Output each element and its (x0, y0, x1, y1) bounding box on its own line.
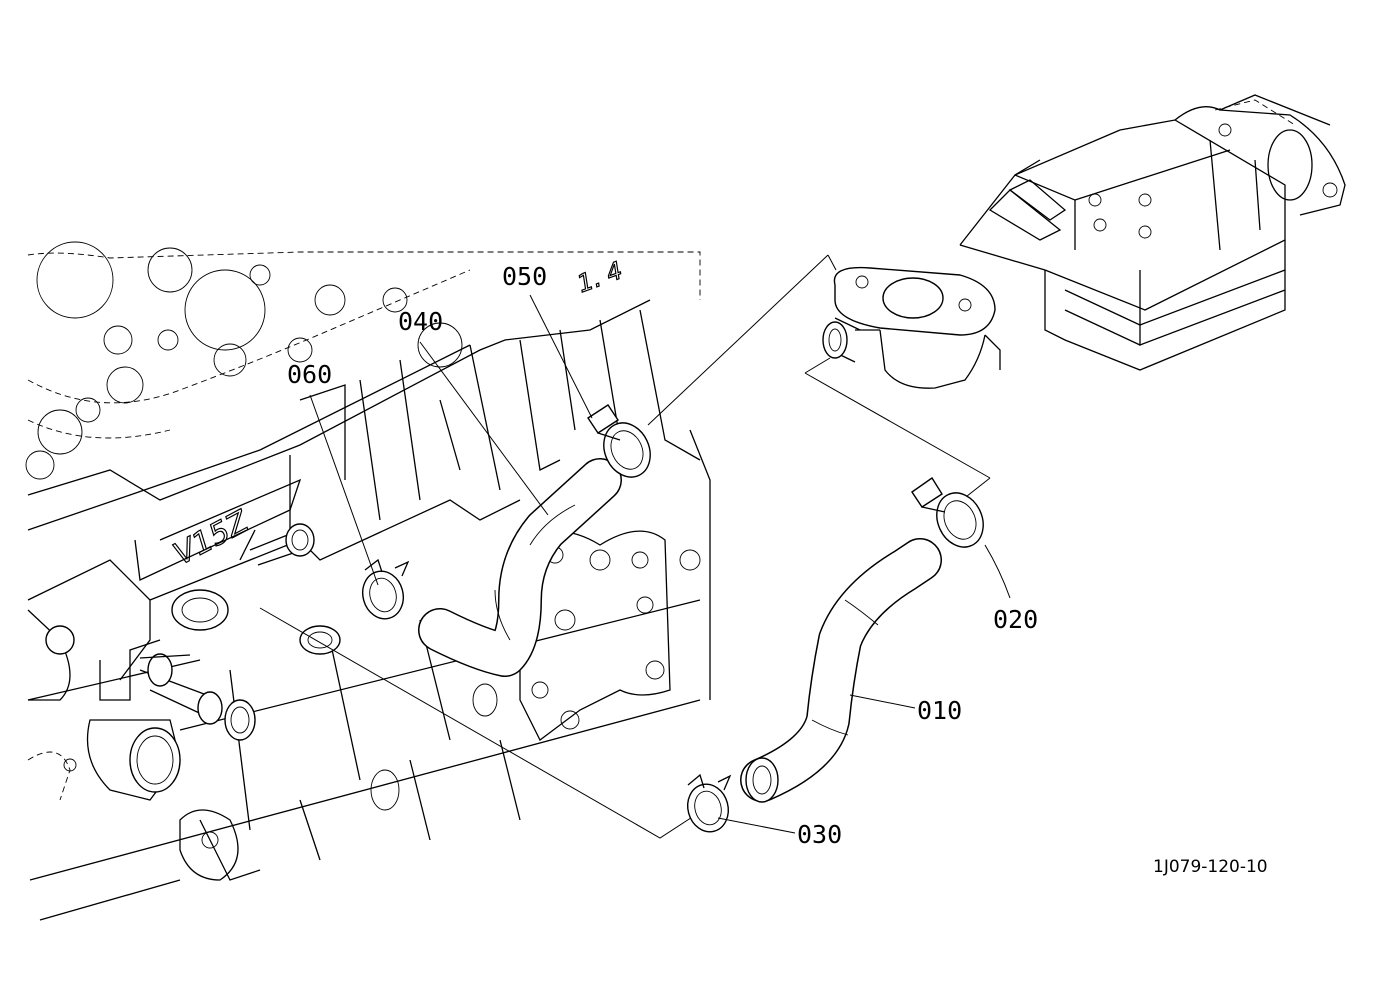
callout-020: 020 (993, 605, 1038, 634)
hose-040 (418, 458, 622, 677)
callout-030: 030 (797, 820, 842, 849)
assembly-lines (259, 254, 991, 839)
hose-010 (740, 538, 942, 803)
clamp-030 (687, 773, 732, 833)
drawing-number: 1J079-120-10 (1153, 857, 1268, 877)
egr-cooler-assembly (822, 94, 1346, 389)
leader-lines (309, 294, 1011, 834)
casting-text: 1. 4 (574, 256, 627, 298)
clamp-020 (911, 477, 984, 548)
clamp-050 (587, 404, 651, 478)
callout-060: 060 (287, 360, 332, 389)
callout-040: 040 (398, 307, 443, 336)
callout-050: 050 (502, 262, 547, 291)
engine-block (25, 241, 711, 921)
clamp-060 (362, 558, 410, 620)
engine-marking-text: V15Z (168, 504, 256, 573)
callout-010: 010 (917, 696, 962, 725)
